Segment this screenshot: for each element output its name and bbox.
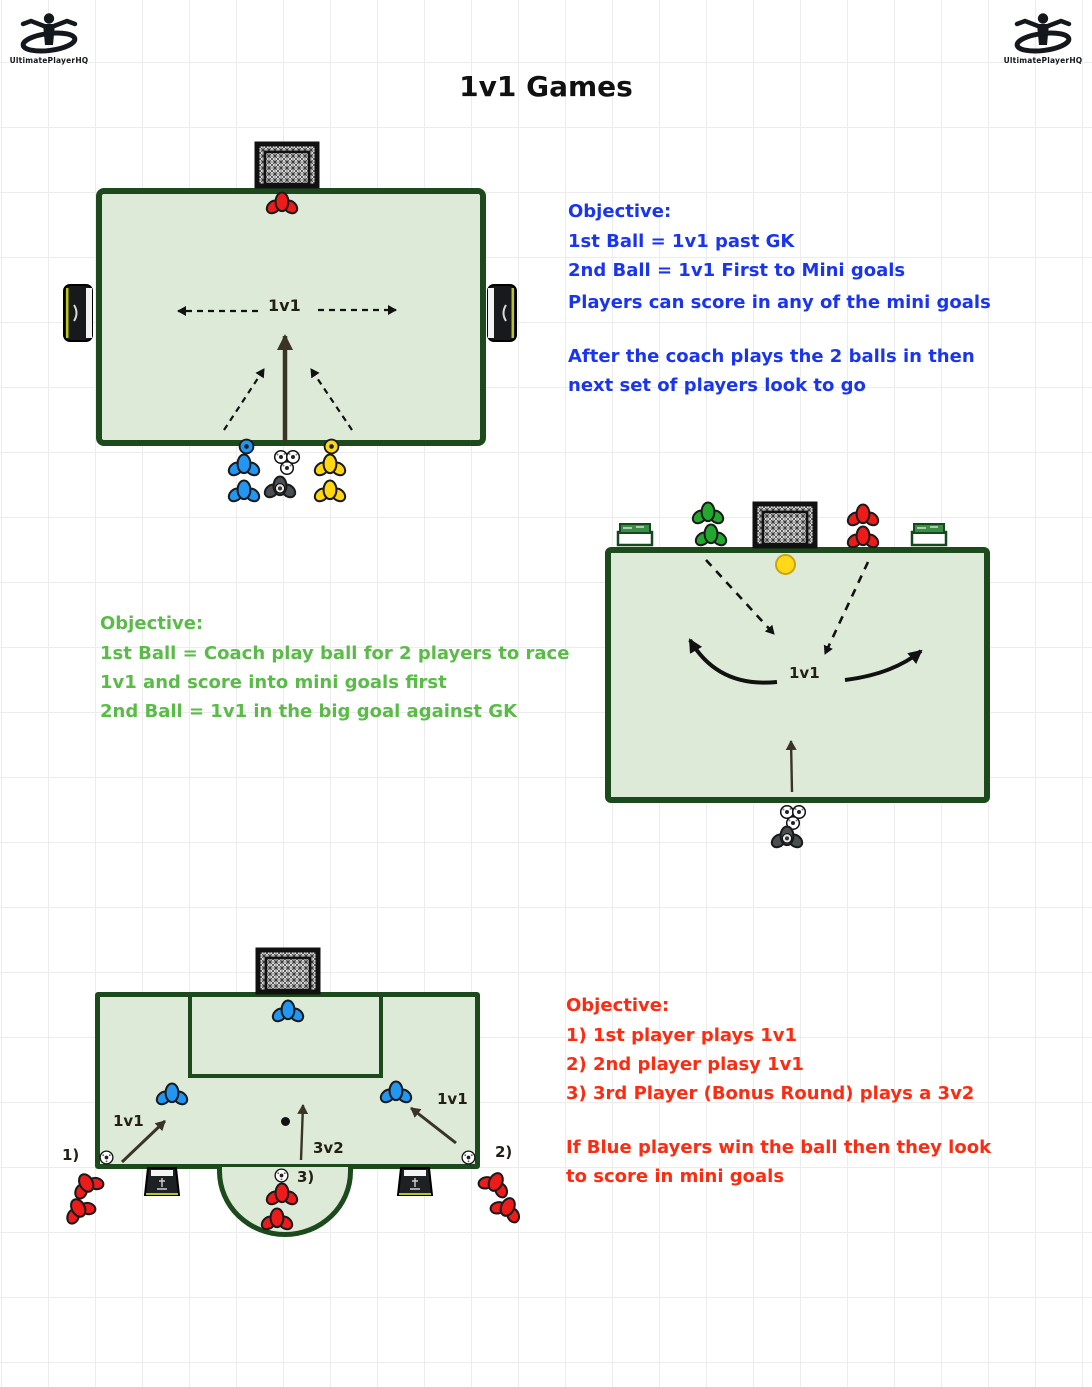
d3-1v1-right-label: 1v1 xyxy=(437,1090,468,1108)
bottom-mini-goal-icon xyxy=(395,1166,435,1199)
penalty-box xyxy=(188,992,383,1078)
page-title: 1v1 Games xyxy=(459,70,633,103)
player-red-icon xyxy=(474,1164,516,1203)
objective-line: 1st Ball = Coach play ball for 2 players… xyxy=(100,643,570,693)
soccer-ball-icon xyxy=(461,1150,476,1165)
diagram1-arrows xyxy=(177,305,397,441)
player-red-icon xyxy=(846,502,880,529)
player-yellow-icon xyxy=(313,478,347,505)
big-goal-icon xyxy=(255,947,321,995)
d2-1v1-label: 1v1 xyxy=(789,664,820,682)
player-blue-icon xyxy=(227,478,261,505)
objective-line: Players can score in any of the mini goa… xyxy=(568,292,991,313)
blue-disc-marker xyxy=(238,438,255,455)
objective-block-red: Objective: 1) 1st player plays 1v1 2) 2n… xyxy=(566,991,1036,1191)
bottom-mini-goal-icon xyxy=(142,1166,182,1199)
objective-line: 2nd Ball = 1v1 First to Mini goals xyxy=(568,260,906,281)
gk-red-icon xyxy=(265,190,299,217)
objective-line: 2nd Ball = 1v1 in the big goal against G… xyxy=(100,701,518,722)
mini-goal-icon xyxy=(615,521,655,548)
player-blue-icon xyxy=(155,1081,189,1108)
objective-heading: Objective: xyxy=(100,613,204,634)
player-red-icon xyxy=(265,1181,299,1208)
objective-block-green: Objective: 1st Ball = Coach play ball fo… xyxy=(100,609,590,726)
diagram2-pitch xyxy=(605,547,990,803)
penalty-spot xyxy=(281,1117,290,1126)
player-red-icon xyxy=(260,1206,294,1233)
d3-1v1-left-label: 1v1 xyxy=(113,1112,144,1130)
soccer-ball-icon xyxy=(274,1168,289,1183)
player-blue-icon xyxy=(379,1079,413,1106)
big-goal-icon xyxy=(747,501,823,549)
diagram1-pitch xyxy=(96,188,486,446)
brand-logo-text: UltimatePlayerHQ xyxy=(1003,56,1083,65)
player-red-icon xyxy=(66,1165,109,1205)
d1-1v1-label: 1v1 xyxy=(268,296,301,315)
ball-cluster-icon xyxy=(776,804,810,834)
d3-3v2-label: 3v2 xyxy=(313,1139,344,1157)
player-silhouette-icon xyxy=(17,13,81,58)
player-silhouette-icon xyxy=(1011,13,1075,58)
side-mini-goal-left-icon xyxy=(62,281,96,345)
objective-heading: Objective: xyxy=(566,995,670,1016)
coach-icon xyxy=(263,474,297,501)
d3-sequence-2-label: 2) xyxy=(495,1143,513,1161)
player-green-icon xyxy=(694,522,728,549)
big-goal-icon xyxy=(254,141,320,189)
d3-sequence-3-label: 3) xyxy=(297,1168,315,1186)
brand-logo-right: UltimatePlayerHQ xyxy=(1000,12,1086,65)
gk-blue-icon xyxy=(271,998,305,1025)
objective-line: 3) 3rd Player (Bonus Round) plays a 3v2 xyxy=(566,1083,975,1104)
objective-line: 2) 2nd player plasy 1v1 xyxy=(566,1054,804,1075)
objective-line: 1st Ball = 1v1 past GK xyxy=(568,231,795,252)
player-red-icon xyxy=(846,524,880,551)
coach-icon xyxy=(770,824,804,851)
yellow-ball xyxy=(775,554,796,575)
player-yellow-icon xyxy=(313,452,347,479)
player-blue-icon xyxy=(227,452,261,479)
objective-heading: Objective: xyxy=(568,201,672,222)
objective-note: If Blue players win the ball then they l… xyxy=(566,1137,992,1187)
diagram2-arrows xyxy=(688,559,923,793)
diagram3-arrows xyxy=(120,1104,457,1164)
side-mini-goal-right-icon xyxy=(484,281,518,345)
brand-logo-text: UltimatePlayerHQ xyxy=(9,56,89,65)
objective-block-blue: Objective: 1st Ball = 1v1 past GK 2nd Ba… xyxy=(568,197,1028,400)
ball-cluster-icon xyxy=(270,449,304,479)
d3-sequence-1-label: 1) xyxy=(62,1146,80,1164)
yellow-disc-marker xyxy=(323,438,340,455)
soccer-ball-icon xyxy=(99,1150,114,1165)
objective-line: 1) 1st player plays 1v1 xyxy=(566,1025,798,1046)
brand-logo-left: UltimatePlayerHQ xyxy=(6,12,92,65)
objective-note: After the coach plays the 2 balls in the… xyxy=(568,346,975,396)
player-green-icon xyxy=(691,500,725,527)
mini-goal-icon xyxy=(909,521,949,548)
player-red-icon xyxy=(486,1189,528,1228)
player-red-icon xyxy=(58,1190,101,1230)
